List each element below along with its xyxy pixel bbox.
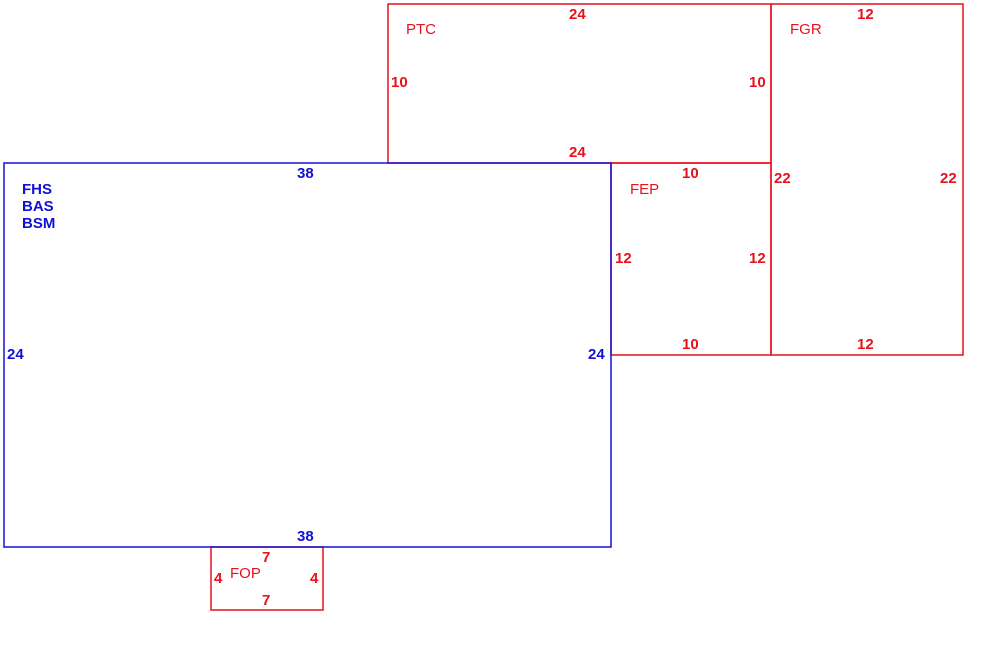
fep-area-left-dimension: 12 bbox=[615, 250, 632, 267]
fop-area-top-dimension: 7 bbox=[262, 549, 271, 566]
fep-area-bottom-dimension: 10 bbox=[682, 336, 699, 353]
fgr-area-right-dimension: 22 bbox=[940, 170, 957, 187]
ptc-area-top-dimension: 24 bbox=[569, 6, 586, 23]
fep-area-right-dimension: 12 bbox=[749, 250, 766, 267]
fop-area-left-dimension: 4 bbox=[214, 570, 223, 587]
fgr-area-code: FGR bbox=[790, 21, 822, 38]
main-area-bottom-dimension: 38 bbox=[297, 528, 314, 545]
main-area-left-dimension: 24 bbox=[7, 346, 24, 363]
ptc-area-right-dimension: 10 bbox=[749, 74, 766, 91]
ptc-area-code: PTC bbox=[406, 21, 436, 38]
main-area-code-bas: BAS bbox=[22, 198, 54, 215]
main-area-right-dimension: 24 bbox=[588, 346, 605, 363]
fep-area-code: FEP bbox=[630, 181, 660, 198]
fgr-area-top-dimension: 12 bbox=[857, 6, 874, 23]
fgr-area-bottom-dimension: 12 bbox=[857, 336, 874, 353]
main-area-top-dimension: 38 bbox=[297, 165, 314, 182]
main-area-code-bsm: BSM bbox=[22, 215, 56, 232]
fop-area-code: FOP bbox=[230, 565, 261, 582]
fgr-area-outline bbox=[770, 3, 964, 356]
ptc-area-outline bbox=[387, 3, 772, 164]
fop-area-right-dimension: 4 bbox=[310, 570, 319, 587]
fgr-area-left-dimension: 22 bbox=[774, 170, 791, 187]
main-area-outline bbox=[3, 162, 612, 548]
fop-area-bottom-dimension: 7 bbox=[262, 592, 271, 609]
main-area-code-fhs: FHS bbox=[22, 181, 52, 198]
ptc-area-left-dimension: 10 bbox=[391, 74, 408, 91]
ptc-area-bottom-dimension: 24 bbox=[569, 144, 586, 161]
fep-area-top-dimension: 10 bbox=[682, 165, 699, 182]
